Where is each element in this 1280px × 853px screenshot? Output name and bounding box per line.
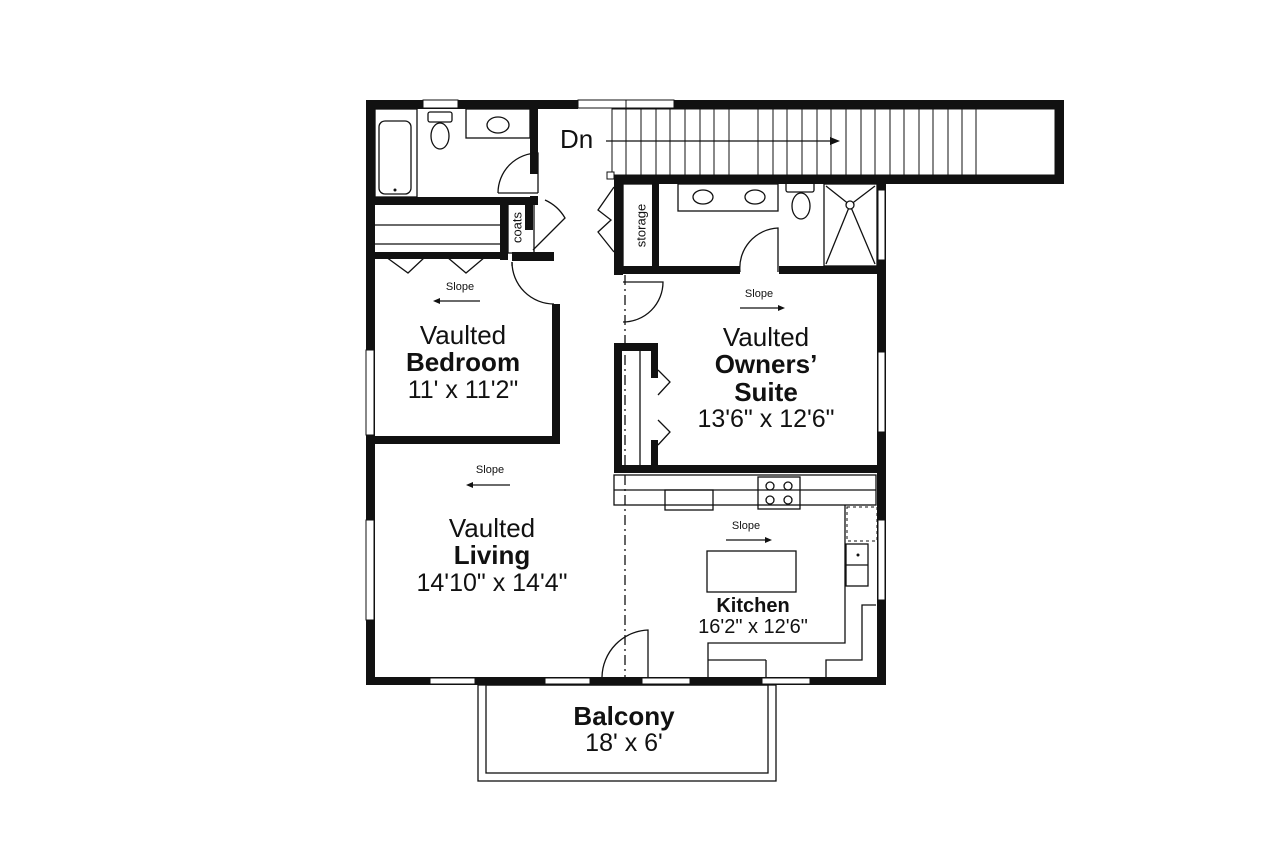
staircase [606, 108, 1056, 180]
balcony [477, 684, 777, 782]
kitchen-slope-label: Slope [731, 520, 761, 532]
room-name: Kitchen [716, 595, 790, 617]
sink-icon [486, 116, 510, 134]
room-qualifier: Vaulted [419, 320, 507, 350]
stair-down-label: Dn [560, 124, 594, 154]
slope-arrows [433, 298, 785, 543]
windows [365, 99, 886, 685]
room-dimensions: 13'6" x 12'6" [697, 404, 835, 433]
storage-closet-label: storage [633, 203, 649, 248]
shower-icon [823, 183, 878, 267]
front-door [601, 629, 649, 678]
room-dimensions: 14'10" x 14'4" [416, 568, 568, 597]
suite-door-swing [622, 281, 664, 323]
room-name: Owners’ [714, 349, 818, 380]
bedroom-door-swing [511, 261, 555, 305]
bathtub-icon [378, 120, 412, 195]
kitchen-cabinetry [613, 474, 878, 677]
room-qualifier: Vaulted [722, 322, 810, 352]
owners-bathroom [597, 175, 885, 275]
room-dimensions: 16'2" x 12'6" [698, 616, 808, 638]
hall-bathroom [366, 100, 539, 205]
bedroom-closet [375, 199, 566, 274]
room-name: Balcony [573, 701, 675, 731]
living-slope-label: Slope [475, 464, 505, 476]
toilet-icon [785, 181, 815, 193]
bedroom-walls [366, 261, 560, 444]
kitchen-island [706, 550, 797, 593]
room-qualifier: Vaulted [448, 513, 536, 543]
coats-closet-label: coats [509, 211, 525, 244]
room-label-bedroom: Vaulted Bedroom 11' x 11'2" [405, 320, 521, 404]
room-label-living: Vaulted Living 14'10" x 14'4" [416, 513, 568, 597]
owners-closet [614, 281, 886, 473]
room-label-kitchen: Kitchen 16'2" x 12'6" [698, 596, 808, 638]
room-label-owners-suite: Vaulted Owners’ Suite 13'6" x 12'6" [697, 322, 835, 433]
room-name: Living [453, 540, 531, 571]
room-dimensions: 11' x 11'2" [407, 375, 519, 404]
toilet-icon [427, 111, 453, 123]
double-sink-icon [692, 189, 714, 205]
door-swing-icon [739, 227, 779, 273]
bedroom-slope-label: Slope [445, 281, 475, 293]
owners-suite-slope-label: Slope [744, 288, 774, 300]
room-name: Bedroom [405, 347, 521, 378]
cooktop-icon [757, 476, 801, 510]
room-label-balcony: Balcony 18' x 6' [573, 701, 675, 758]
storage-door-icon [597, 186, 615, 253]
room-dimensions: 18' x 6' [585, 729, 663, 758]
room-name-2: Suite [734, 376, 798, 407]
door-swing-icon [497, 152, 539, 194]
